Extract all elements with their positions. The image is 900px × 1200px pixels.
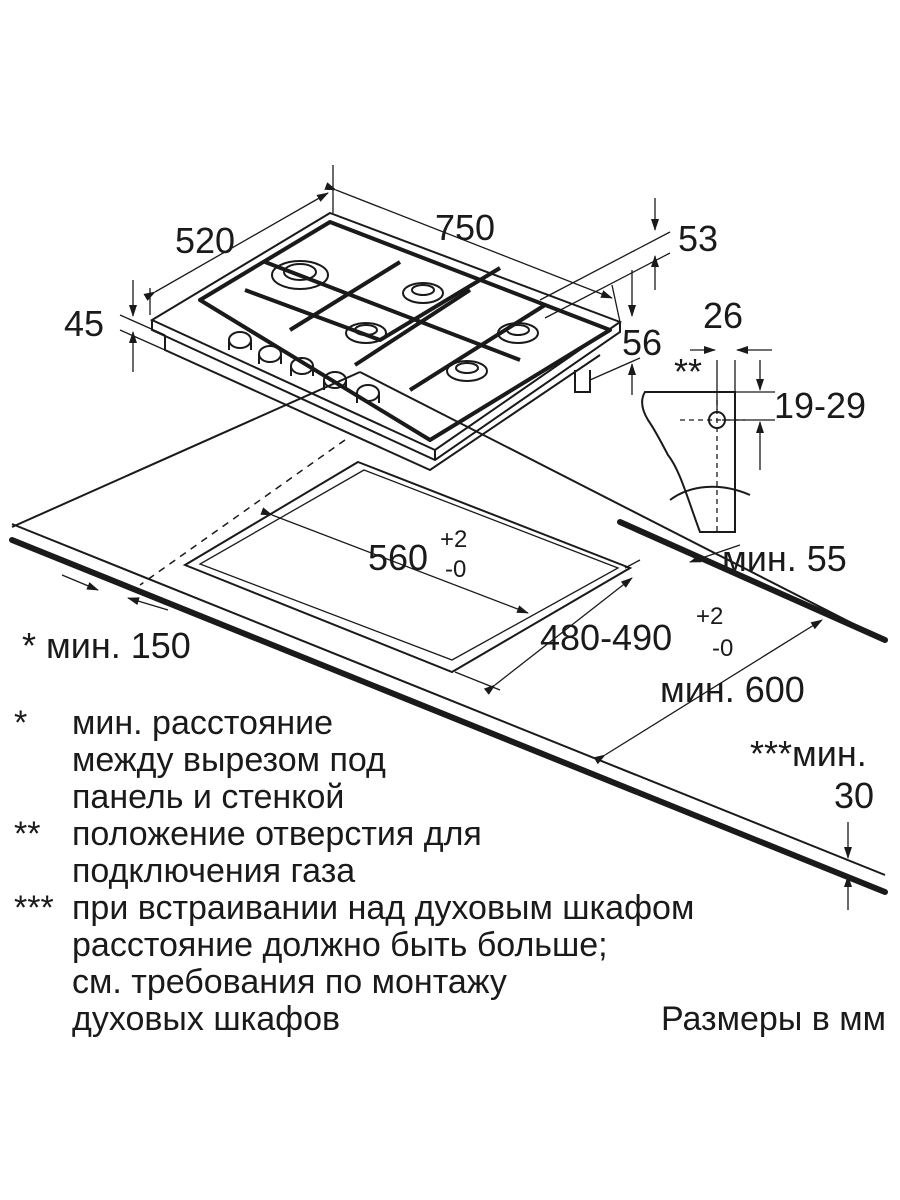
dim-min-wall-side: * мин. 150 <box>22 625 191 666</box>
dim-cutout-width-tol-plus: +2 <box>440 526 467 553</box>
gas-connection-profile <box>641 360 751 535</box>
footnote-2: ** положение отверстия для подключения г… <box>14 816 794 890</box>
dim-rear-offset: 53 <box>678 218 718 259</box>
dim-cutout-width: 560 <box>368 537 428 578</box>
dim-min-oven-value: 30 <box>834 775 874 816</box>
footnote-3: *** при встраивании над духовым шкафом р… <box>14 890 794 1038</box>
dim-gas-x: 26 <box>703 295 743 336</box>
dim-width: 750 <box>435 207 495 248</box>
dim-min-oven-label: ***мин. <box>750 733 867 774</box>
cutout <box>182 460 633 674</box>
control-knobs <box>228 331 380 403</box>
dim-cutout-width-tol-minus: -0 <box>445 556 466 583</box>
footnote-text: при встраивании над духовым шкафом расст… <box>72 889 695 1038</box>
dim-side-offset: 56 <box>622 322 662 363</box>
footnotes: * мин. расстояние между вырезом под пане… <box>14 705 794 1038</box>
footnote-marker: *** <box>14 889 54 927</box>
dim-gas-y: 19-29 <box>774 385 866 426</box>
units-label: Размеры в мм <box>660 1000 886 1038</box>
dim-cutout-depth: 480-490 <box>540 617 672 658</box>
dim-depth: 520 <box>175 220 235 261</box>
footnote-text: положение отверстия для подключения газа <box>72 815 482 890</box>
dim-min-wall-front: мин. 55 <box>722 538 847 579</box>
dimension-lines <box>61 165 852 910</box>
dim-cutout-depth-tol-plus: +2 <box>696 603 723 630</box>
dim-height: 45 <box>64 303 104 344</box>
footnote-1: * мин. расстояние между вырезом под пане… <box>14 705 794 816</box>
footnote-marker: ** <box>14 815 41 853</box>
footnote-marker: * <box>14 704 28 742</box>
dim-gas-marker: ** <box>674 351 702 392</box>
dim-cutout-depth-tol-minus: -0 <box>712 635 733 662</box>
projection-line <box>139 439 346 586</box>
countertop <box>9 371 888 895</box>
footnote-text: мин. расстояние между вырезом под панель… <box>72 704 386 816</box>
dim-min-depth: мин. 600 <box>660 669 805 710</box>
